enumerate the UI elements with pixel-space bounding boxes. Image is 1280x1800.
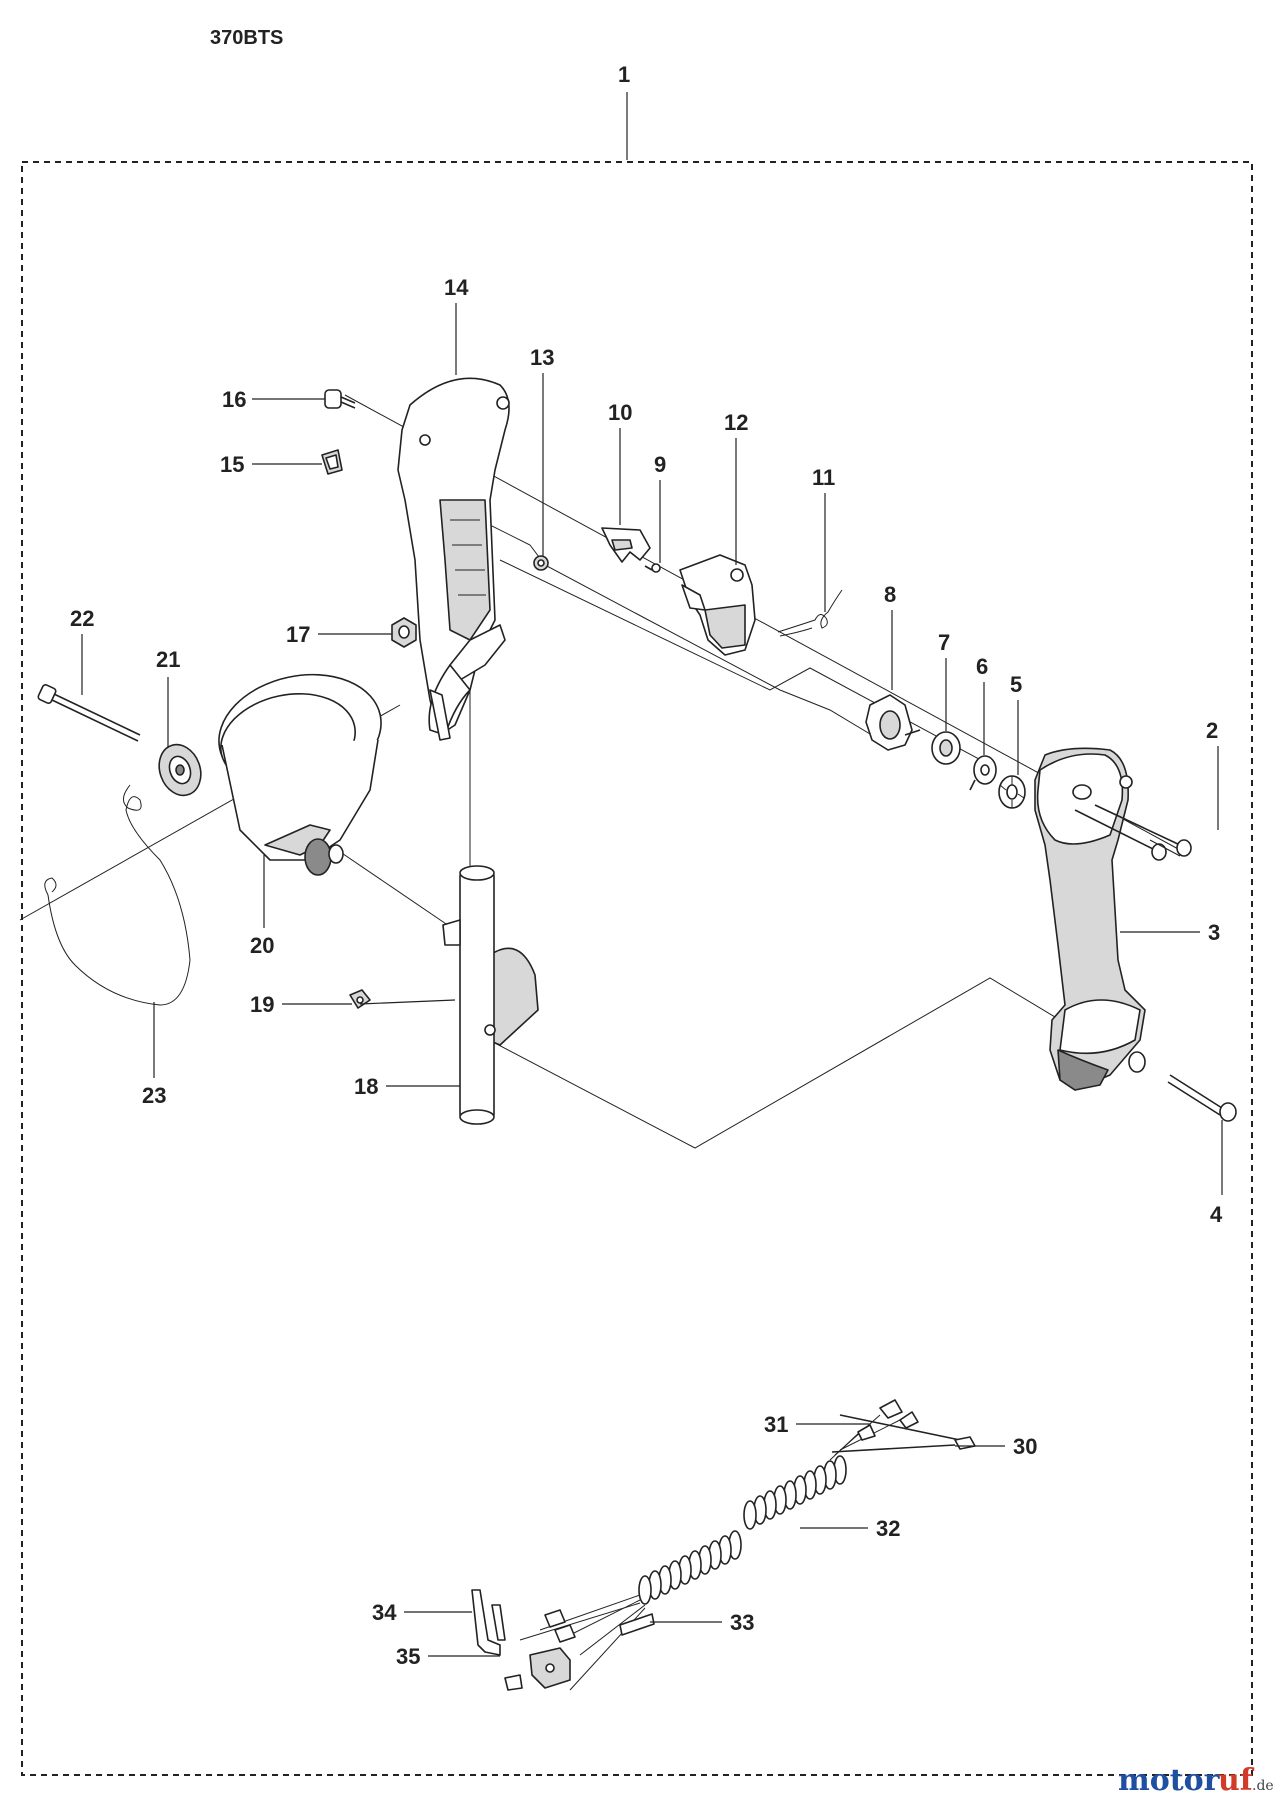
callout-23: 23 [142, 1083, 166, 1108]
part-19-block [349, 989, 371, 1009]
callout-13: 13 [530, 345, 554, 370]
callout-5: 5 [1010, 672, 1022, 697]
callout-16: 16 [222, 387, 246, 412]
callout-3: 3 [1208, 920, 1220, 945]
part-23-wire-loop [44, 784, 191, 1006]
callout-10: 10 [608, 400, 632, 425]
part-5-star-washer [998, 775, 1026, 809]
part-12-trigger [679, 554, 756, 656]
part-15-clip [321, 449, 343, 475]
callout-15: 15 [220, 452, 244, 477]
leader-lines [81, 303, 1223, 1657]
part-22-bolt [37, 683, 141, 742]
callout-35: 35 [396, 1644, 420, 1669]
part-10-lever [601, 527, 651, 563]
part-9-screw [644, 563, 661, 573]
part-6-washer [969, 755, 997, 791]
harness-coil-lower [638, 1530, 742, 1605]
callout-21: 21 [156, 647, 180, 672]
callout-9: 9 [654, 452, 666, 477]
part-8-sleeve [865, 694, 921, 751]
axis-knob [329, 844, 456, 931]
part-3-handle [1034, 747, 1146, 1091]
part-11-spring [777, 589, 843, 637]
watermark-brand-b: uf [1218, 1763, 1255, 1798]
part-21-knob [158, 743, 202, 797]
callout-17: 17 [286, 622, 310, 647]
model-title: 370BTS [210, 27, 283, 49]
part-4-screw [1167, 1074, 1237, 1122]
callout-18: 18 [354, 1074, 378, 1099]
part-13-nut [533, 555, 549, 571]
callout-33: 33 [730, 1610, 754, 1635]
callout-30: 30 [1013, 1434, 1037, 1459]
part-14-throttle-housing [397, 377, 510, 741]
callout-8: 8 [884, 582, 896, 607]
callout-12: 12 [724, 410, 748, 435]
watermark-suffix: .de [1252, 1778, 1274, 1794]
part-16-screw [324, 389, 356, 409]
part-20-clamp [218, 673, 382, 876]
callout-6: 6 [976, 654, 988, 679]
axis-middle [459, 509, 881, 741]
callout-32: 32 [876, 1516, 900, 1541]
callout-7: 7 [938, 630, 950, 655]
harness-coil-upper [743, 1455, 847, 1530]
callout-22: 22 [70, 606, 94, 631]
part-18-tube [442, 865, 539, 1125]
watermark: motor uf .de [1118, 1763, 1274, 1798]
axis-bottom [469, 977, 1061, 1149]
callout-4: 4 [1210, 1202, 1223, 1227]
callout-14: 14 [444, 275, 469, 300]
part-7-bushing [931, 731, 961, 765]
callout-2: 2 [1206, 718, 1218, 743]
assembly-frame [21, 161, 1253, 1776]
callout-19: 19 [250, 992, 274, 1017]
wiring-harness [471, 1399, 976, 1691]
callout-1: 1 [618, 62, 630, 87]
part-2-screws [1074, 804, 1192, 861]
callout-20: 20 [250, 933, 274, 958]
part-17-nut [391, 617, 417, 648]
callout-11: 11 [812, 465, 835, 490]
watermark-brand-a: motor [1118, 1763, 1221, 1798]
callout-31: 31 [764, 1412, 788, 1437]
callout-34: 34 [372, 1600, 397, 1625]
